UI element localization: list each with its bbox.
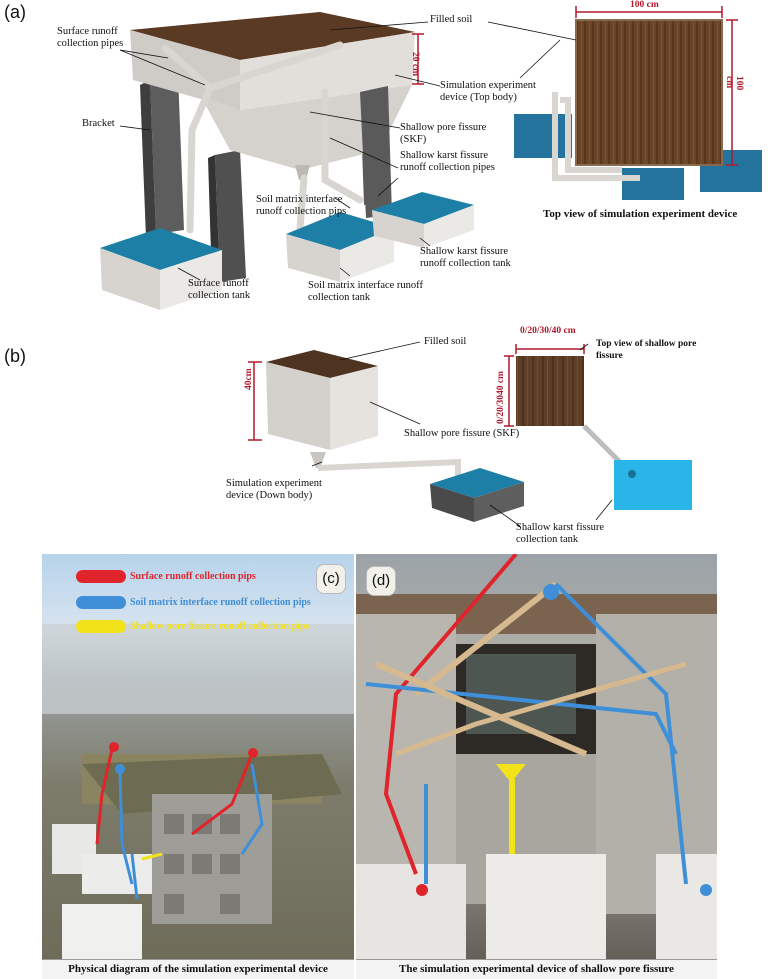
label-surface-tank: Surface runoff collection tank (188, 278, 251, 301)
label-bracket: Bracket (82, 118, 115, 129)
legend-matrix: Soil matrix interface runoff collection … (76, 596, 311, 609)
surface-runoff-pipes (161, 41, 364, 234)
panel-d-letter: (d) (366, 566, 396, 596)
b-label-filled-soil: Filled soil (424, 336, 467, 347)
b-label-sim-down: Simulation experiment device (Down body) (226, 478, 322, 501)
surface-runoff-tank (100, 228, 222, 310)
dim-depth-20: 20 cm (410, 52, 420, 77)
top-view-width-dim: 100 cm (630, 0, 659, 10)
top-view-height-dim: 100 cm (724, 76, 744, 91)
legend-surface-swatch (76, 570, 126, 583)
panel-c-letter: (c) (316, 564, 346, 594)
b-label-karst-tank: Shallow karst fissure collection tank (516, 522, 605, 545)
filled-soil-surface (130, 12, 415, 60)
top-view-device (514, 6, 762, 200)
panel-b-letter: (b) (4, 346, 26, 366)
panel-d-photo: (d) The simulation experimental device o… (356, 554, 717, 979)
label-sim-top: Simulation experiment device (Top body) (440, 80, 536, 103)
legend-matrix-swatch (76, 596, 126, 609)
panel-c-scene (42, 624, 354, 959)
panel-c-caption: Physical diagram of the simulation exper… (42, 959, 354, 979)
b-top-view-caption: Top view of shallow pore fissure (596, 339, 697, 361)
label-karst-tank: Shallow karst fissure runoff collection … (420, 246, 511, 269)
b-dim-40cm: 40cm (244, 368, 254, 390)
panel-d-caption: The simulation experimental device of sh… (356, 959, 717, 979)
legend-fissure: Shallow pore fissure runoff collection p… (76, 620, 309, 633)
b-top-view-height-dim: 0/20/3040 cm (496, 370, 506, 424)
label-skf: Shallow pore fissure (SKF) (400, 122, 487, 145)
panel-a-letter: (a) (4, 2, 26, 22)
legend-fissure-label: Shallow pore fissure runoff collection p… (130, 621, 310, 632)
panel-c-photo: (c) Surface runoff collection pips Soil … (42, 554, 354, 979)
b-top-view-width-dim: 0/20/30/40 cm (520, 326, 576, 336)
label-matrix-pipes: Soil matrix interface runoff collection … (256, 194, 347, 217)
legend-surface-label: Surface runoff collection pips (130, 571, 256, 582)
karst-tank (372, 192, 474, 248)
soil-matrix-tank (286, 212, 394, 282)
legend-fissure-swatch (76, 620, 126, 633)
panel-d-scene (356, 554, 717, 964)
label-karst-pipes: Shallow karst fissure runoff collection … (400, 150, 495, 173)
legend-matrix-label: Soil matrix interface runoff collection … (130, 597, 311, 608)
label-filled-soil: Filled soil (430, 14, 473, 25)
legend-surface: Surface runoff collection pips (76, 570, 256, 583)
label-surface-runoff-pipes: Surface runoff collection pipes (57, 26, 124, 49)
top-view-caption: Top view of simulation experiment device (543, 208, 738, 220)
label-matrix-tank: Soil matrix interface runoff collection … (308, 280, 423, 303)
b-label-skf: Shallow pore fissure (SKF) (404, 428, 520, 439)
